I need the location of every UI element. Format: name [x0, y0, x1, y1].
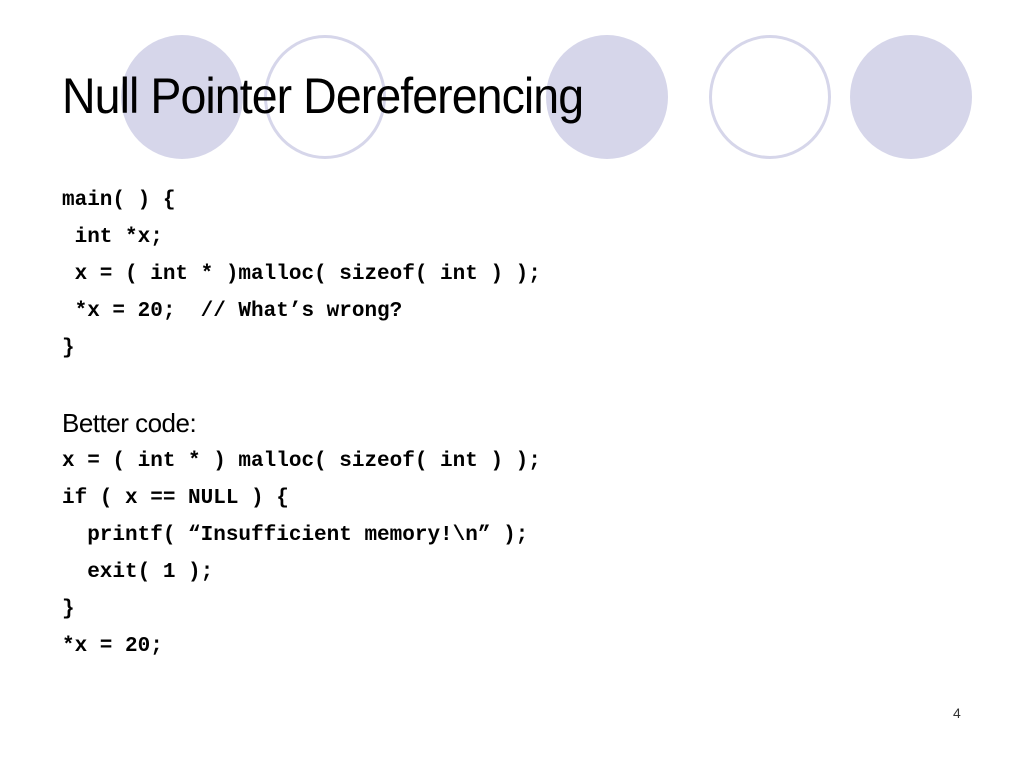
- code-line: if ( x == NULL ) {: [62, 487, 289, 510]
- better-code-label: Better code:: [62, 408, 197, 438]
- code-line: main( ) {: [62, 189, 176, 212]
- better-code-block: x = ( int * ) malloc( sizeof( int ) ); i…: [62, 443, 541, 665]
- code-line: *x = 20;: [62, 635, 163, 658]
- decorative-circle-filled: [850, 35, 972, 159]
- code-line: }: [62, 598, 75, 621]
- decorative-circle-filled: [546, 35, 668, 159]
- code-line: exit( 1 );: [62, 561, 214, 584]
- decorative-circle-filled: [121, 35, 243, 159]
- code-line: int *x;: [62, 226, 163, 249]
- code-line: x = ( int * ) malloc( sizeof( int ) );: [62, 450, 541, 473]
- code-line: x = ( int * )malloc( sizeof( int ) );: [62, 263, 541, 286]
- code-line: }: [62, 337, 75, 360]
- slide-title: Null Pointer Dereferencing: [62, 68, 584, 124]
- page-number: 4: [953, 705, 961, 721]
- code-line: printf( “Insufficient memory!\n” );: [62, 524, 529, 547]
- decorative-circle-outline: [264, 35, 386, 159]
- bad-code-block: main( ) { int *x; x = ( int * )malloc( s…: [62, 182, 541, 367]
- code-line: *x = 20; // What’s wrong?: [62, 300, 403, 323]
- decorative-circle-outline: [709, 35, 831, 159]
